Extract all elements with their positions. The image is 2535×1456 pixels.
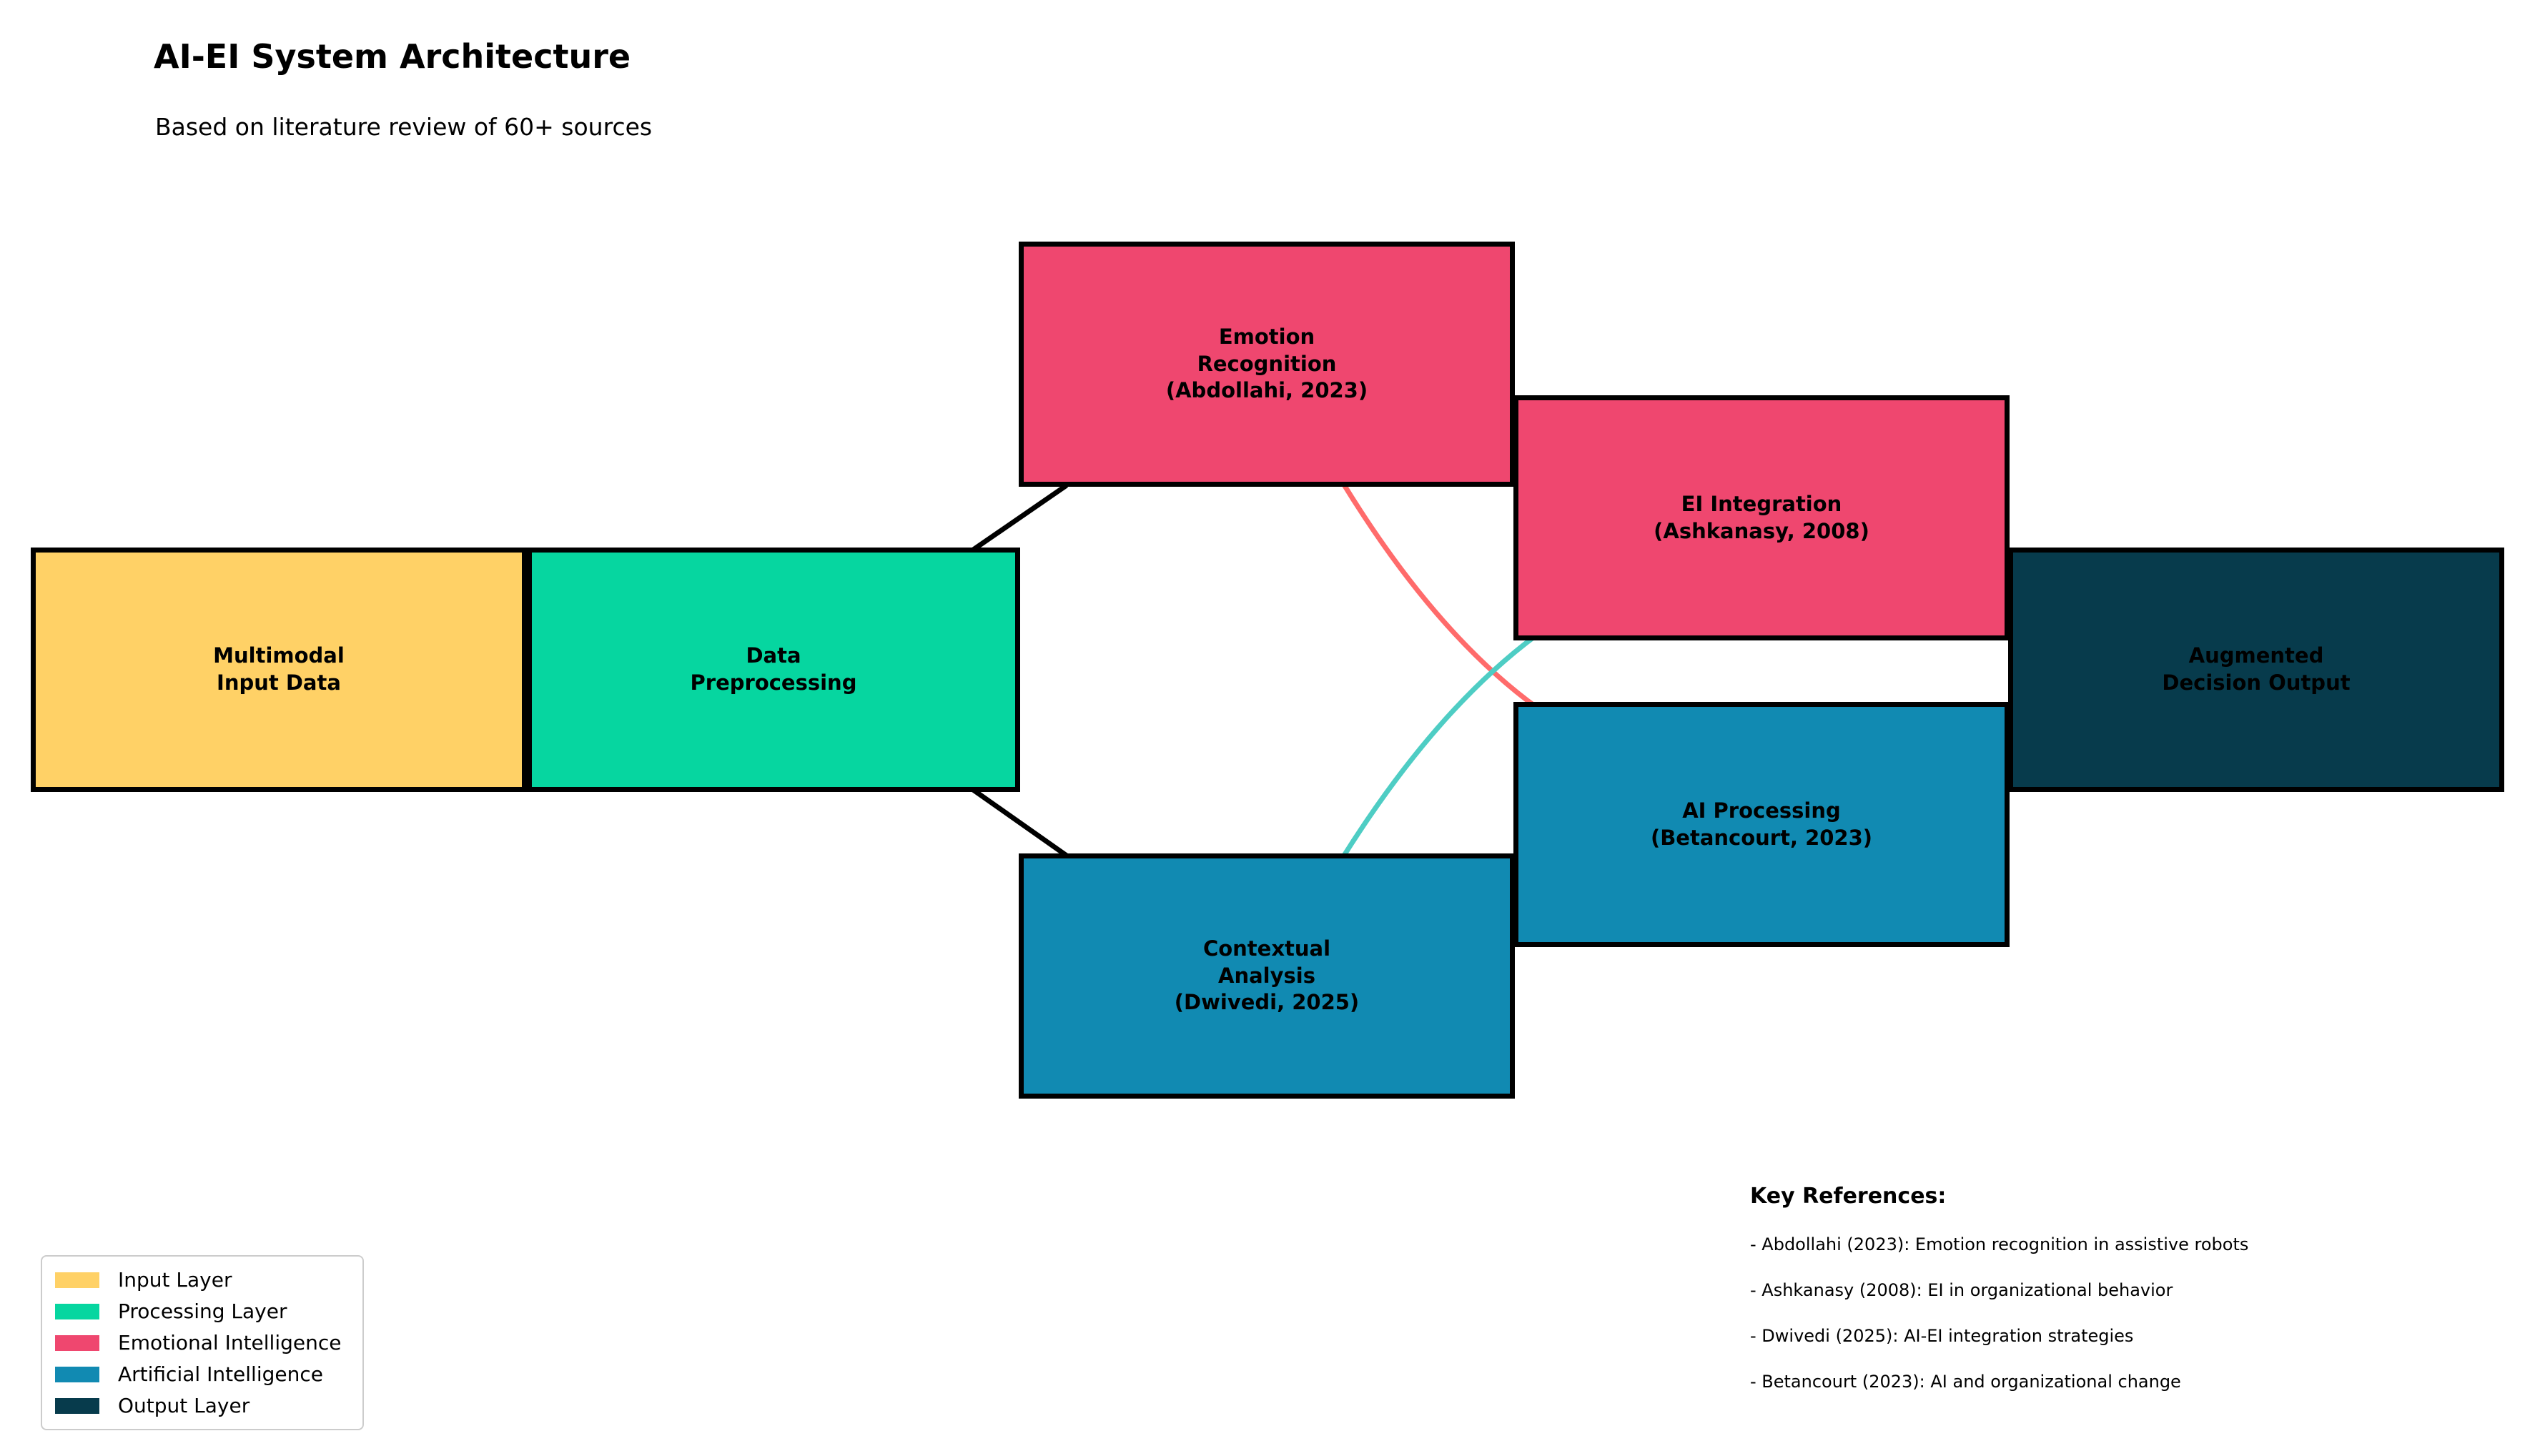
node-data-preprocessing: Data Preprocessing — [527, 548, 1020, 792]
legend-swatch-output-layer — [55, 1397, 99, 1414]
legend-item: Input Layer — [55, 1268, 350, 1292]
legend-item: Emotional Intelligence — [55, 1331, 350, 1355]
reference-item: - Ashkanasy (2008): EI in organizational… — [1750, 1280, 2173, 1300]
legend: Input Layer Processing Layer Emotional I… — [41, 1255, 364, 1430]
legend-item: Processing Layer — [55, 1299, 350, 1323]
node-ei-integration: EI Integration (Ashkanasy, 2008) — [1513, 395, 2010, 640]
reference-item: - Dwivedi (2025): AI-EI integration stra… — [1750, 1326, 2134, 1346]
reference-item: - Abdollahi (2023): Emotion recognition … — [1750, 1234, 2249, 1254]
node-label: Contextual Analysis (Dwivedi, 2025) — [1174, 936, 1360, 1015]
node-label: AI Processing (Betancourt, 2023) — [1650, 798, 1873, 850]
figure-subtitle: Based on literature review of 60+ source… — [155, 113, 653, 141]
node-label: Augmented Decision Output — [2162, 643, 2351, 695]
node-label: Emotion Recognition (Abdollahi, 2023) — [1165, 324, 1368, 403]
node-ai-processing: AI Processing (Betancourt, 2023) — [1513, 702, 2010, 947]
connector-context-to-ei-curve — [1340, 633, 1539, 859]
node-label: EI Integration (Ashkanasy, 2008) — [1654, 491, 1869, 543]
legend-item-label: Input Layer — [118, 1268, 232, 1292]
legend-swatch-artificial-intelligence — [55, 1366, 99, 1382]
node-label: Data Preprocessing — [690, 643, 857, 695]
legend-swatch-emotional-intelligence — [55, 1334, 99, 1351]
legend-item-label: Processing Layer — [118, 1299, 287, 1323]
legend-swatch-processing-layer — [55, 1303, 99, 1319]
legend-item: Artificial Intelligence — [55, 1362, 350, 1386]
legend-item-label: Output Layer — [118, 1394, 250, 1417]
connector-preprocess-to-emotion — [969, 483, 1068, 554]
reference-item: - Betancourt (2023): AI and organization… — [1750, 1372, 2181, 1392]
node-augmented-decision-output: Augmented Decision Output — [2008, 548, 2504, 792]
node-emotion-recognition: Emotion Recognition (Abdollahi, 2023) — [1019, 242, 1515, 487]
node-contextual-analysis: Contextual Analysis (Dwivedi, 2025) — [1019, 853, 1515, 1099]
connector-emotion-to-ai-curve — [1340, 481, 1539, 710]
key-references-heading: Key References: — [1750, 1184, 1947, 1209]
key-references: Key References: - Abdollahi (2023): Emot… — [1750, 1184, 2248, 1417]
figure-title: AI-EI System Architecture — [154, 37, 631, 76]
node-multimodal-input: Multimodal Input Data — [31, 548, 527, 792]
legend-item: Output Layer — [55, 1394, 350, 1417]
node-label: Multimodal Input Data — [213, 643, 345, 695]
legend-swatch-input-layer — [55, 1272, 99, 1288]
connector-preprocess-to-context — [968, 786, 1069, 858]
legend-item-label: Emotional Intelligence — [118, 1331, 342, 1355]
legend-item-label: Artificial Intelligence — [118, 1362, 323, 1386]
